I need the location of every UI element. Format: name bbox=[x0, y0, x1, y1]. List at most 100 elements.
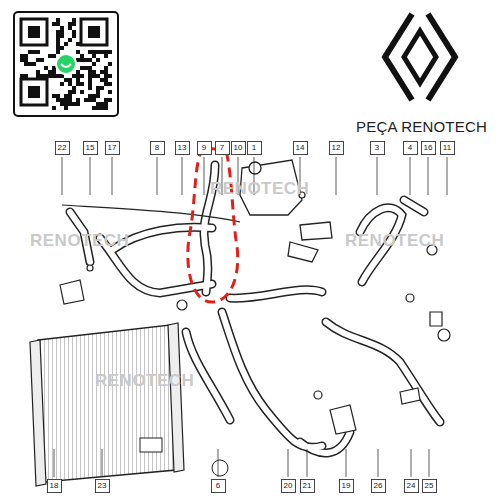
callout-number: 25 bbox=[422, 479, 437, 493]
callout-number: 10 bbox=[231, 141, 246, 155]
qr-module bbox=[108, 50, 112, 54]
qr-module bbox=[100, 78, 104, 82]
qr-module bbox=[68, 26, 72, 30]
qr-module bbox=[56, 50, 60, 54]
leader-line bbox=[447, 157, 448, 195]
qr-module bbox=[68, 22, 72, 26]
leader-line bbox=[204, 157, 205, 195]
qr-module bbox=[108, 90, 112, 94]
leader-line bbox=[411, 449, 412, 477]
hose-outline bbox=[300, 432, 350, 453]
qr-module bbox=[100, 102, 104, 106]
brand-text: PEÇA RENOTECH bbox=[356, 119, 487, 134]
qr-finder bbox=[21, 79, 47, 105]
qr-module bbox=[104, 70, 108, 74]
whatsapp-icon bbox=[56, 54, 76, 74]
callout-number: 24 bbox=[404, 479, 419, 493]
callout-number: 6 bbox=[211, 479, 226, 493]
callout-number: 14 bbox=[293, 141, 308, 155]
qr-module bbox=[48, 70, 52, 74]
qr-module bbox=[36, 74, 40, 78]
hose-body bbox=[300, 432, 350, 453]
qr-module bbox=[28, 50, 32, 54]
qr-module bbox=[56, 94, 60, 98]
leader-line bbox=[378, 449, 379, 477]
qr-module bbox=[76, 82, 80, 86]
qr-module bbox=[68, 94, 72, 98]
qr-module bbox=[96, 90, 100, 94]
leader-line bbox=[377, 157, 378, 195]
qr-module bbox=[64, 78, 68, 82]
leader-line bbox=[90, 157, 91, 195]
qr-module bbox=[96, 74, 100, 78]
qr-module bbox=[60, 30, 64, 34]
qr-module bbox=[108, 74, 112, 78]
callout-number: 4 bbox=[403, 141, 418, 155]
qr-module bbox=[32, 50, 36, 54]
qr-finder bbox=[28, 26, 40, 38]
radiator bbox=[30, 323, 228, 486]
qr-frame bbox=[14, 12, 118, 116]
callout-number: 1 bbox=[247, 141, 262, 155]
qr-module bbox=[96, 94, 100, 98]
qr-module bbox=[72, 102, 76, 106]
callout-number: 21 bbox=[300, 479, 315, 493]
callout-number: 15 bbox=[83, 141, 98, 155]
leader-line bbox=[429, 449, 430, 477]
qr-code bbox=[20, 18, 112, 110]
qr-finder bbox=[81, 19, 107, 45]
qr-module bbox=[44, 66, 48, 70]
qr-module bbox=[96, 102, 100, 106]
qr-module bbox=[76, 50, 80, 54]
qr-module bbox=[56, 18, 60, 22]
qr-module bbox=[80, 90, 84, 94]
hoses bbox=[62, 165, 440, 453]
qr-module bbox=[72, 34, 76, 38]
qr-module bbox=[80, 82, 84, 86]
qr-module bbox=[84, 58, 88, 62]
qr-module bbox=[88, 50, 92, 54]
qr-module bbox=[60, 26, 64, 30]
qr-module bbox=[36, 70, 40, 74]
qr-module bbox=[60, 98, 64, 102]
watermark: RENOTECH bbox=[345, 232, 444, 249]
qr-module bbox=[108, 62, 112, 66]
qr-module bbox=[56, 34, 60, 38]
leader-line bbox=[54, 449, 55, 477]
leader-line bbox=[336, 157, 337, 195]
watermark: RENOTECH bbox=[210, 180, 309, 197]
watermark: RENOTECH bbox=[30, 232, 129, 249]
qr-module bbox=[60, 46, 64, 50]
qr-module bbox=[64, 106, 68, 110]
qr-module bbox=[56, 42, 60, 46]
callout-number: 19 bbox=[339, 479, 354, 493]
qr-module bbox=[80, 66, 84, 70]
qr-module bbox=[104, 74, 108, 78]
hose-outline bbox=[404, 200, 424, 212]
qr-module bbox=[108, 98, 112, 102]
fittings bbox=[60, 192, 450, 434]
qr-module bbox=[56, 22, 60, 26]
qr-module bbox=[80, 54, 84, 58]
qr-finder bbox=[28, 86, 40, 98]
qr-module bbox=[80, 58, 84, 62]
qr-module bbox=[88, 94, 92, 98]
qr-module bbox=[92, 62, 96, 66]
qr-module bbox=[96, 86, 100, 90]
qr-module bbox=[52, 74, 56, 78]
hose-body bbox=[222, 312, 322, 448]
qr-module bbox=[24, 58, 28, 62]
qr-module bbox=[64, 102, 68, 106]
leader-line bbox=[288, 449, 289, 477]
qr-module bbox=[104, 54, 108, 58]
leader-line bbox=[410, 157, 411, 195]
callout-number: 20 bbox=[281, 479, 296, 493]
qr-finder bbox=[21, 19, 47, 45]
qr-module bbox=[88, 82, 92, 86]
qr-module bbox=[48, 74, 52, 78]
callout-number: 9 bbox=[197, 141, 212, 155]
qr-module bbox=[48, 54, 52, 58]
qr-module bbox=[72, 86, 76, 90]
leader-line bbox=[157, 157, 158, 195]
qr-module bbox=[20, 58, 24, 62]
